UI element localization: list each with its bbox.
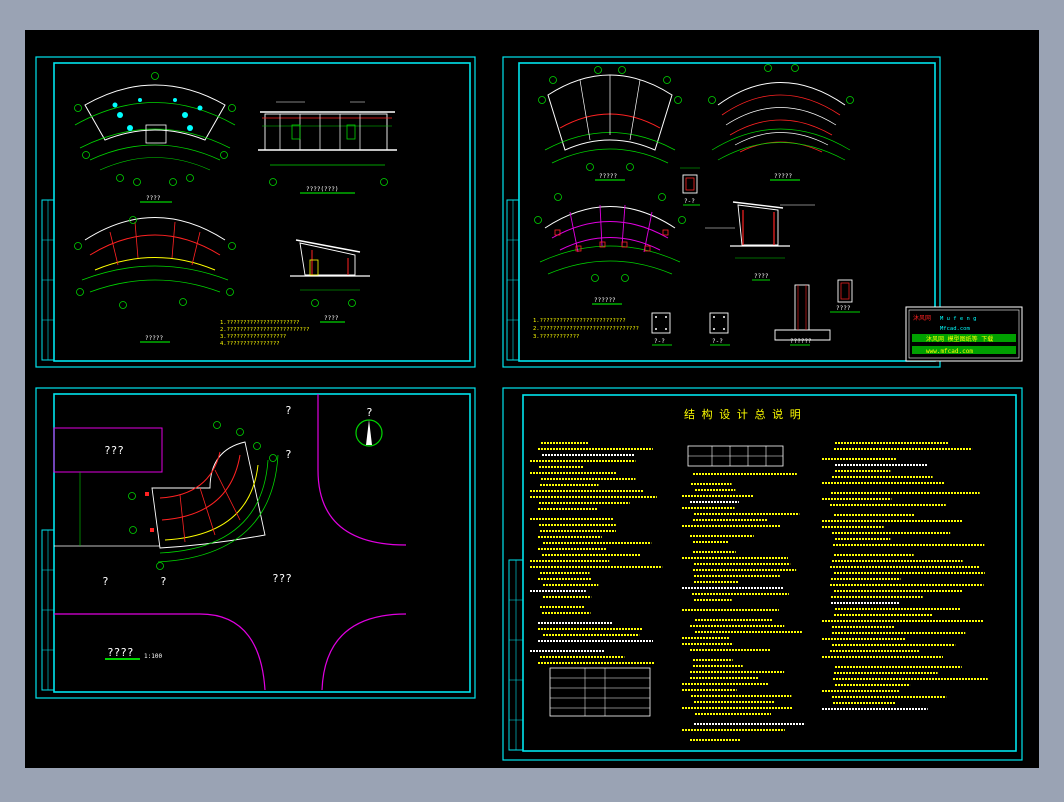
wall-section-detail: ???? — [705, 201, 815, 281]
pavilion-footprint — [128, 421, 279, 570]
rebar-table — [549, 667, 651, 717]
fan-shaped-floor-plan: ???? — [74, 72, 236, 203]
note-line: 3.?????????????????? — [220, 334, 286, 340]
road-curves — [54, 394, 407, 691]
site-label: ? — [102, 575, 109, 588]
notes-column-right — [822, 442, 988, 710]
concrete-grade-table — [687, 445, 784, 467]
note-line: 2.????????????????????????? — [220, 327, 309, 333]
structural-title: ?????? — [594, 297, 616, 304]
stamp-brand: M u f e n g — [940, 316, 976, 322]
stamp-site: Mfcad.com — [940, 326, 970, 332]
roof-framing-plan: ????? — [708, 64, 854, 181]
plan-title: ???? — [146, 195, 161, 202]
note-line: 4.???????????????? — [220, 341, 280, 347]
site-label: ? — [160, 575, 167, 588]
note-line: 2.?????????????????????????????? — [533, 326, 639, 332]
elevation-title: ????(???) — [306, 186, 339, 193]
existing-building — [53, 427, 163, 473]
site-label: ? — [285, 404, 292, 417]
structural-title: ????? — [774, 173, 792, 180]
column-section: ?-? — [680, 167, 700, 206]
stamp-slogan: 沐风网 模型图纸等 下载 — [926, 335, 993, 343]
sheet-architectural-plans[interactable]: ???? ????(???) — [35, 56, 476, 368]
stamp-url: www.mfcad.com — [926, 348, 973, 355]
section-title: ???? — [324, 315, 339, 322]
notes-column-middle — [682, 473, 806, 741]
site-plan-scale: 1:100 — [144, 653, 162, 660]
structural-title: ?-? — [684, 198, 695, 205]
front-elevation: ????(???) — [258, 101, 397, 194]
foundation-plan: ????? — [538, 66, 682, 181]
beam-layout-plan: ?????? — [534, 193, 686, 305]
sheet-structural-notes[interactable]: 结 构 设 计 总 说 明 — [502, 387, 1023, 761]
site-label: ??? — [272, 572, 292, 585]
structural-title: ?-? — [712, 338, 723, 345]
structural-title: ???? — [754, 273, 769, 280]
roof-plan: ????? — [74, 216, 236, 343]
column-details: ?-? ?-? ?????? ???? — [651, 279, 860, 346]
structural-title: ?????? — [790, 338, 812, 345]
stamp-logo: 沐风网 — [913, 314, 931, 322]
notes-column-left — [530, 442, 663, 664]
note-line: 1.?????????????????????? — [220, 320, 299, 326]
site-label: ??? — [104, 444, 124, 457]
site-plan-title: ???? — [107, 646, 134, 659]
sheet-site-plan[interactable]: ??? — [35, 387, 476, 699]
section-detail: ???? — [290, 239, 370, 323]
north-arrow-icon — [355, 419, 383, 447]
structural-title: ?-? — [654, 338, 665, 345]
roof-plan-title: ????? — [145, 335, 163, 342]
mufeng-watermark-stamp: 沐风网 M u f e n g Mfcad.com 沐风网 模型图纸等 下载 w… — [905, 306, 1023, 362]
structural-title: ????? — [599, 173, 617, 180]
site-label: ? — [366, 406, 373, 419]
structural-title: ???? — [836, 305, 851, 312]
sheet2-notes: 1.?????????????????????????? 2.?????????… — [533, 318, 639, 340]
note-line: 1.?????????????????????????? — [533, 318, 626, 324]
sheet-structural-plans[interactable]: ????? ????? — [502, 56, 1023, 368]
notes-title: 结 构 设 计 总 说 明 — [684, 407, 801, 421]
site-label: ? — [285, 448, 292, 461]
note-line: 3.???????????? — [533, 334, 579, 340]
sheet1-notes: 1.?????????????????????? 2.?????????????… — [220, 320, 309, 347]
